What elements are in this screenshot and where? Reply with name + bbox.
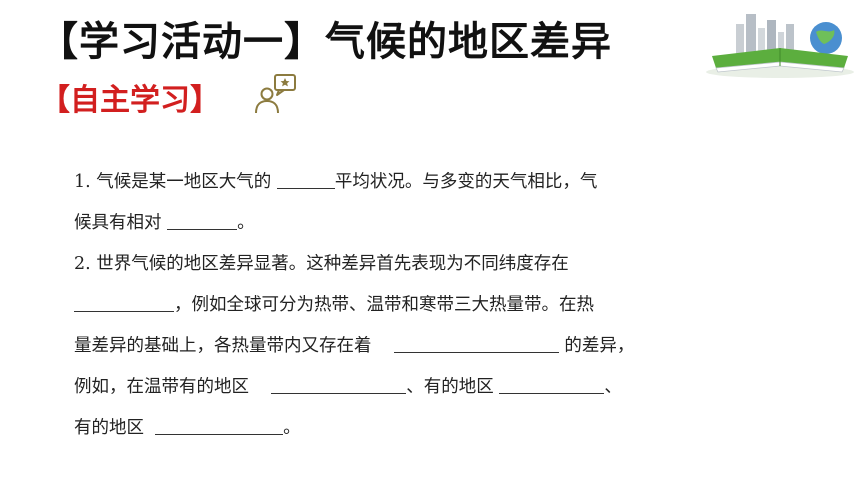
answer-blank [155,412,284,435]
text-segment: 。 [283,418,301,438]
text-segment: 、有的地区 [406,377,494,397]
question-2-line-1: 2. 世界气候的地区差异显著。这种差异首先表现为不同纬度存在 [74,244,724,285]
text-segment: 有的地区 [74,418,144,438]
text-segment: 候具有相对 [74,213,162,233]
text-segment: 。 [237,213,255,233]
text-segment: 量差异的基础上，各热量带内又存在着 [74,336,372,356]
text-segment: 例如，在温带有的地区 [74,377,249,397]
question-2-line-2: ，例如全球可分为热带、温带和寒带三大热量带。在热 [74,285,724,326]
text-segment: ，例如全球可分为热带、温带和寒带三大热量带。在热 [174,295,594,315]
text-segment: 、 [604,377,622,397]
question-2-line-5: 有的地区 。 [74,408,724,449]
answer-blank [393,330,559,353]
text-segment: 的差异， [564,336,635,356]
section-heading: 【自主学习】 [40,83,220,118]
open-book-city-globe-icon [706,14,854,78]
answer-blank [167,207,238,230]
text-segment: 2. 世界气候的地区差异显著。这种差异首先表现为不同纬度存在 [74,254,569,274]
answer-blank [499,371,605,394]
question-1-line-1: 1. 气候是某一地区大气的 平均状况。与多变的天气相比，气 [74,162,724,203]
question-1-line-2: 候具有相对 。 [74,203,724,244]
question-2-line-4: 例如，在温带有的地区 、有的地区 、 [74,367,724,408]
question-2-line-3: 量差异的基础上，各热量带内又存在着 的差异， [74,326,724,367]
answer-blank [276,166,335,189]
page-title: 【学习活动一】气候的地区差异 [38,19,612,65]
question-content: 1. 气候是某一地区大气的 平均状况。与多变的天气相比，气 候具有相对 。 2.… [74,162,724,449]
text-segment: 1. 气候是某一地区大气的 [74,172,272,192]
person-speech-bubble-star-icon [255,74,296,114]
answer-blank [271,371,407,394]
text-segment: 平均状况。与多变的天气相比，气 [334,172,598,192]
answer-blank [74,289,174,312]
